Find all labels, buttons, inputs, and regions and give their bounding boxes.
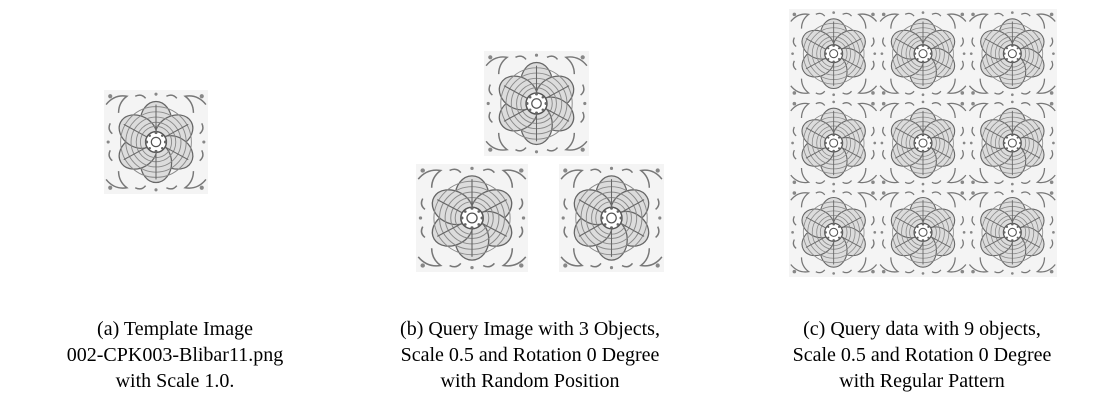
caption-line: (b) Query Image with 3 Objects, <box>400 318 660 340</box>
caption-line: with Random Position <box>440 370 620 392</box>
query-object-1 <box>484 51 589 156</box>
caption-line: Scale 0.5 and Rotation 0 Degree <box>792 344 1052 366</box>
caption-line: (c) Query data with 9 objects, <box>803 318 1041 340</box>
caption-line: Scale 0.5 and Rotation 0 Degree <box>400 344 660 366</box>
caption-line: 002-CPK003-Blibar11.png <box>66 344 284 366</box>
batik-flower-icon <box>104 90 208 194</box>
caption-c: (c) Query data with 9 objects, Scale 0.5… <box>742 316 1102 394</box>
caption-b: (b) Query Image with 3 Objects, Scale 0.… <box>360 316 700 394</box>
batik-flower-icon <box>416 164 528 272</box>
caption-line: (a) Template Image <box>97 318 253 340</box>
query-object-2 <box>416 164 528 272</box>
batik-pattern-icon <box>789 9 1057 277</box>
query-object-3 <box>559 164 664 272</box>
caption-line: with Regular Pattern <box>839 370 1005 392</box>
batik-flower-icon <box>559 164 664 272</box>
caption-line: with Scale 1.0. <box>115 370 235 392</box>
batik-flower-icon <box>484 51 589 156</box>
template-motif-image <box>104 90 208 194</box>
query-pattern-grid <box>789 9 1057 277</box>
caption-a: (a) Template Image 002-CPK003-Blibar11.p… <box>35 316 315 394</box>
